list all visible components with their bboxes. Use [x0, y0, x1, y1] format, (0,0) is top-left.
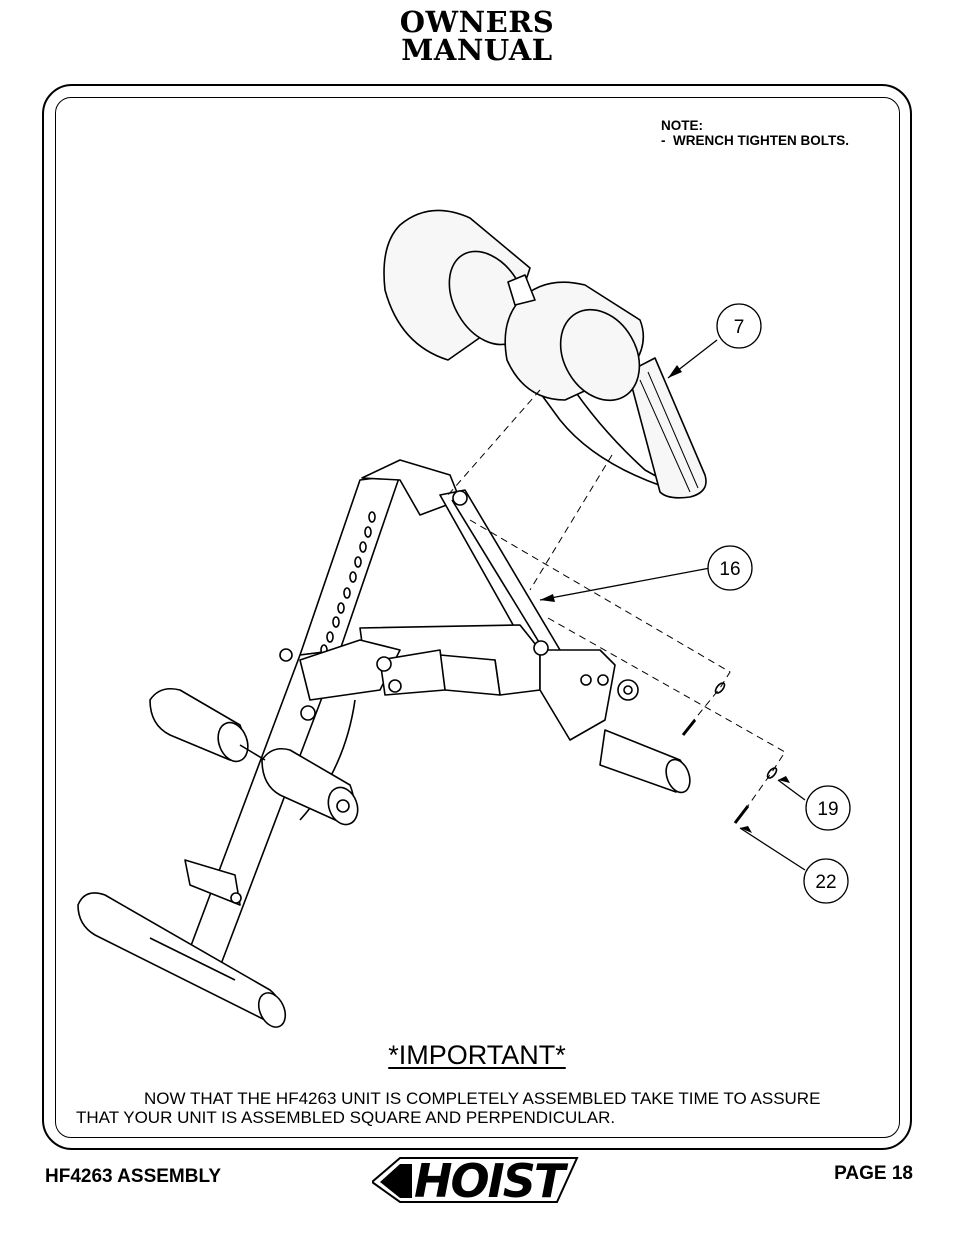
header-line-owners: OWNERS [399, 5, 555, 39]
right-bracket [539, 649, 616, 741]
note-block: NOTE: - WRENCH TIGHTEN BOLTS. [661, 118, 849, 148]
important-heading: *IMPORTANT* [388, 1040, 566, 1070]
callout-label-22: 22 [815, 872, 836, 893]
logo-text: HOIST [414, 1154, 569, 1208]
page-header: OWNERS MANUAL [0, 5, 954, 67]
footer-assembly-label: HF4263 ASSEMBLY [45, 1166, 221, 1187]
back-pad-board [627, 357, 707, 499]
footer-page-number: PAGE 18 [834, 1163, 913, 1184]
foot-bar [77, 892, 282, 1026]
callout-label-19: 19 [817, 799, 838, 820]
adjustment-holes [320, 511, 376, 656]
header-line-manual: MANUAL [401, 33, 553, 67]
callout-circle-22 [803, 858, 849, 904]
important-line-2: THAT YOUR UNIT IS ASSEMBLED SQUARE AND P… [76, 1108, 616, 1127]
callout-circle-16 [707, 545, 753, 591]
note-text: - WRENCH TIGHTEN BOLTS. [661, 133, 849, 148]
note-heading: NOTE: [661, 118, 703, 133]
callout-circle-7 [716, 303, 762, 349]
important-line-1: NOW THAT THE HF4263 UNIT IS COMPLETELY A… [144, 1089, 821, 1108]
hoist-logo: HOIST [372, 1154, 579, 1208]
inner-frame [55, 97, 900, 1138]
important-text: NOW THAT THE HF4263 UNIT IS COMPLETELY A… [76, 1089, 896, 1127]
outer-frame [42, 84, 912, 1150]
callout-label-16: 16 [719, 559, 740, 580]
callout-label-7: 7 [734, 317, 745, 338]
callout-circle-19 [805, 785, 851, 831]
